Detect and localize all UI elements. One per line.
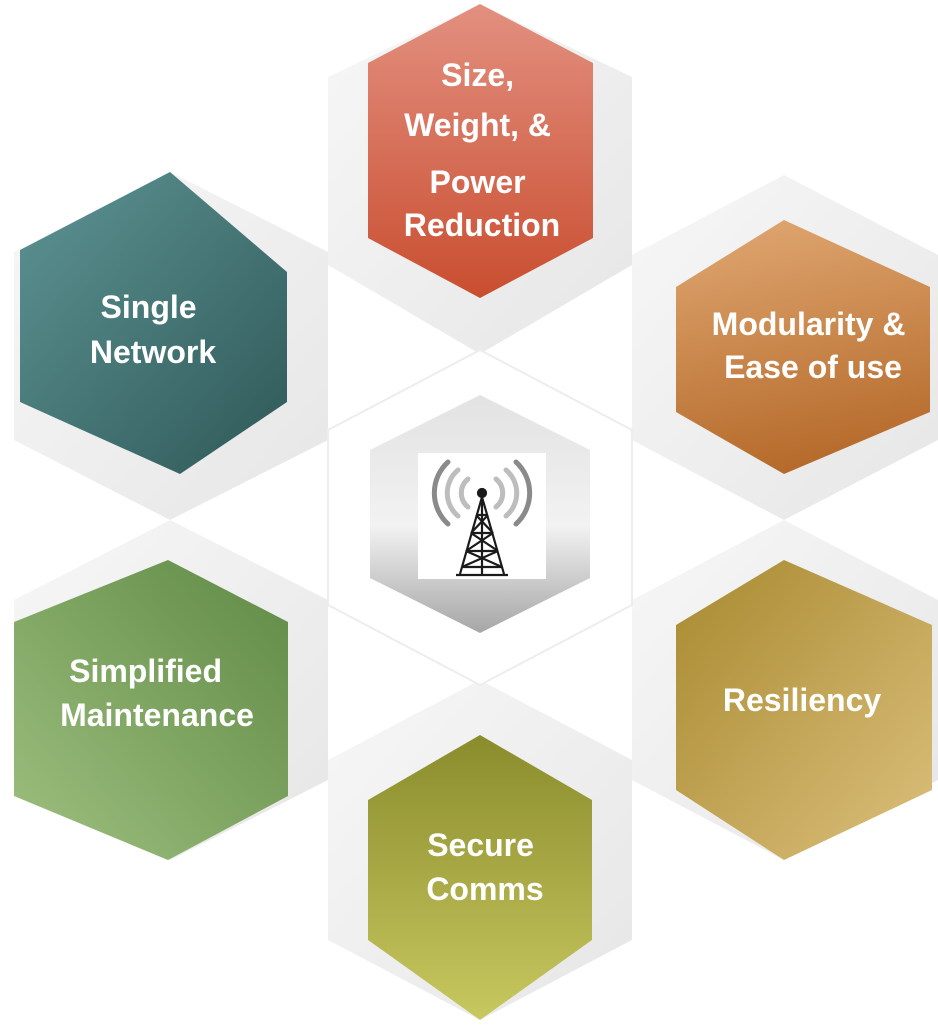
hex-label-swap-line-1: Size, [441,57,514,93]
hex-label-modularity-line-1: Modularity & [712,306,906,342]
hex-label-resiliency-line-1: Resiliency [723,682,882,718]
hex-label-maintenance-line-1: Simplified [69,653,222,689]
hex-label-modularity: Modularity & Ease of use [712,306,915,385]
radio-tower-icon [431,459,533,577]
hexagon-simplified-maintenance: Simplified Maintenance [14,560,288,860]
hex-label-maintenance-line-2: Maintenance [60,697,254,733]
hexagon-single-network: Single Network [20,172,287,474]
center-hexagon [327,348,633,687]
hex-label-swap: Size, Weight, & Power Reduction [404,57,560,243]
hex-label-modularity-line-2: Ease of use [724,349,902,385]
hex-label-single-network-line-2: Network [90,334,216,370]
hex-label-swap-line-4: Reduction [404,207,560,243]
hex-label-resiliency: Resiliency [723,682,882,718]
hex-fill-single-network [20,172,287,474]
hex-fill-swap [368,4,593,298]
hex-fill-resiliency [676,560,932,860]
hexagon-secure-comms: Secure Comms [368,735,592,1020]
hex-label-swap-line-3: Power [430,164,526,200]
hex-label-secure-comms-line-2: Comms [426,871,543,907]
hex-label-secure-comms-line-1: Secure [427,827,534,863]
hex-label-single-network-line-1: Single [101,289,197,325]
hex-label-maintenance: Simplified Maintenance [60,653,254,733]
hexagon-modularity-ease-of-use: Modularity & Ease of use [676,220,930,474]
hexagon-size-weight-power-reduction: Size, Weight, & Power Reduction [368,4,593,298]
hex-fill-maintenance [14,560,288,860]
hex-label-secure-comms: Secure Comms [426,827,543,907]
hex-fill-secure-comms [368,735,592,1020]
hex-label-swap-line-2: Weight, & [404,107,551,143]
hex-fill-modularity [676,220,930,474]
hexagon-resiliency: Resiliency [676,560,932,860]
hex-label-single-network: Single Network [90,289,216,370]
